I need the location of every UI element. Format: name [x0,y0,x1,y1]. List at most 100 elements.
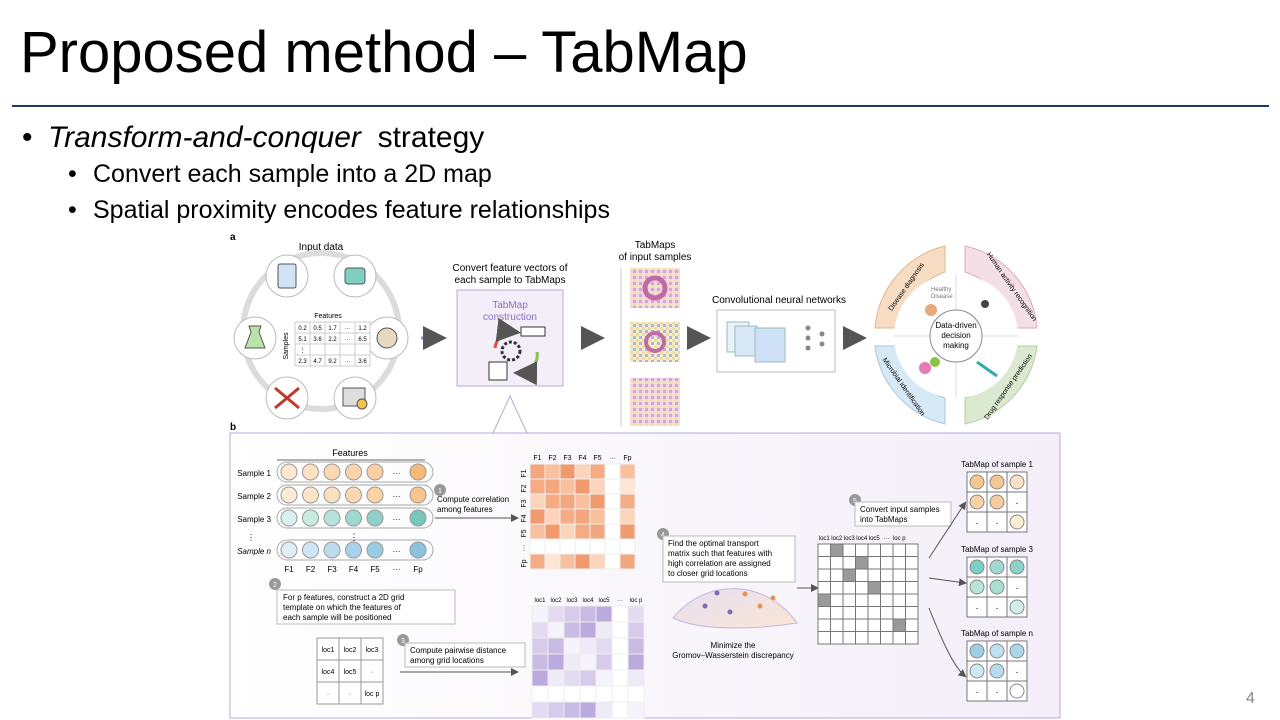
corr-cell [559,478,576,495]
slide-title: Proposed method – TabMap [20,20,748,85]
feature-value-circle [366,486,384,504]
transport-cell [905,593,919,607]
out-map-circle [1009,599,1025,615]
transport-cell [867,606,881,620]
table-cell [339,343,356,356]
decision-wheel [874,245,1038,425]
sub-bullet-2-text: Spatial proximity encodes feature relati… [93,196,610,224]
grid-template-text: · [371,669,373,676]
feature-value-circle [280,541,298,559]
out-map-circle [1009,683,1025,699]
table-cell-text: 2.2 [328,337,337,343]
corr-cell [589,523,606,540]
transport-col-label: loc p [893,536,906,542]
transport-col-label: loc1 [819,536,831,542]
corr-col-label: F4 [578,455,586,462]
dist-cell [579,653,597,671]
transport-cell [880,556,894,570]
dist-cell [627,669,645,687]
ellipsis: ··· [393,515,401,524]
corr-col-label: ··· [609,455,616,462]
transport-cell [867,556,881,570]
transport-col-label: loc4 [856,536,868,542]
table-cell-text: 4.7 [313,359,322,365]
feature-value-circle [345,486,362,504]
feature-axis-label: ··· [393,565,401,574]
step-3-number: 3 [401,638,405,645]
feature-value-circle [366,541,384,559]
transport-cell [892,631,906,645]
tabmap-thumb-2 [630,322,680,362]
tabmaps-label-1: TabMaps [635,240,676,251]
corr-row-label: F3 [521,499,528,507]
transport-cell [905,631,919,645]
table-cell [354,343,371,356]
feature-axis-label: F2 [306,565,316,574]
corr-col-label: F3 [563,455,571,462]
transport-cell [892,618,906,632]
corr-col-label: F2 [548,455,556,462]
transport-cell [855,556,869,570]
feature-value-circle [280,463,298,481]
out-map-circle [969,494,985,510]
dist-cell [547,669,565,687]
dist-cell [579,605,597,623]
sample-label-n: Sample n [237,547,271,556]
transport-cell [855,631,869,645]
tabmap-construction-2: construction [483,312,537,323]
red-cycle-arrow [493,317,521,349]
ellipsis: ··· [393,547,401,556]
transport-cell [905,543,919,557]
gw-surface [672,588,798,629]
transport-cell [855,568,869,582]
corr-cell [529,463,546,480]
dist-cell [595,653,613,671]
grid-template-text: loc2 [344,647,357,654]
dist-cell [595,637,613,655]
tabmap-thumb-2-ring [644,331,666,353]
tabmap-sample-n-label: TabMap of sample n [961,629,1033,638]
transport-cell [867,593,881,607]
corr-cell [604,553,621,570]
gw-points [702,590,776,615]
feature-axis-label: F3 [327,565,337,574]
transport-cell [855,618,869,632]
corr-cell [589,553,606,570]
corr-cell [604,523,621,540]
transport-col-label: loc3 [844,536,856,542]
out-map-dot: · [975,603,978,614]
step-2-number: 2 [273,582,277,589]
corr-cell [529,538,546,555]
grid-template-text: loc p [365,691,380,698]
bullet-dot: • [68,196,77,224]
tabmap-sample-1-label: TabMap of sample 1 [961,460,1034,469]
dist-col-label: ··· [617,598,623,604]
corr-cell [604,538,621,555]
minimize-text-1: Minimize the [711,641,756,650]
center-label-3: making [943,341,969,350]
corr-cell [559,463,576,480]
corr-cell [544,523,561,540]
corr-cell [574,463,591,480]
corr-cell [544,538,561,555]
feature-value-circle [366,463,384,481]
sample-vectors: ············⋮ [276,461,434,561]
table-cell-text: 3.6 [313,337,322,343]
dist-cell [531,669,549,687]
dist-cell [627,653,645,671]
dist-cell [611,637,629,655]
vertical-ellipsis: ⋮ [350,532,359,542]
input-data-label: Input data [299,242,344,253]
corr-cell [529,493,546,510]
panel-b-letter: b [230,422,236,433]
table-features-label: Features [314,313,342,320]
bullet-1-text: strategy [377,121,485,154]
dist-cell [563,669,581,687]
transport-cell [905,556,919,570]
table-cell-text: ··· [345,359,351,365]
feature-value-circle [409,463,427,481]
sample-vector-frame [276,539,434,561]
transport-cell [905,568,919,582]
